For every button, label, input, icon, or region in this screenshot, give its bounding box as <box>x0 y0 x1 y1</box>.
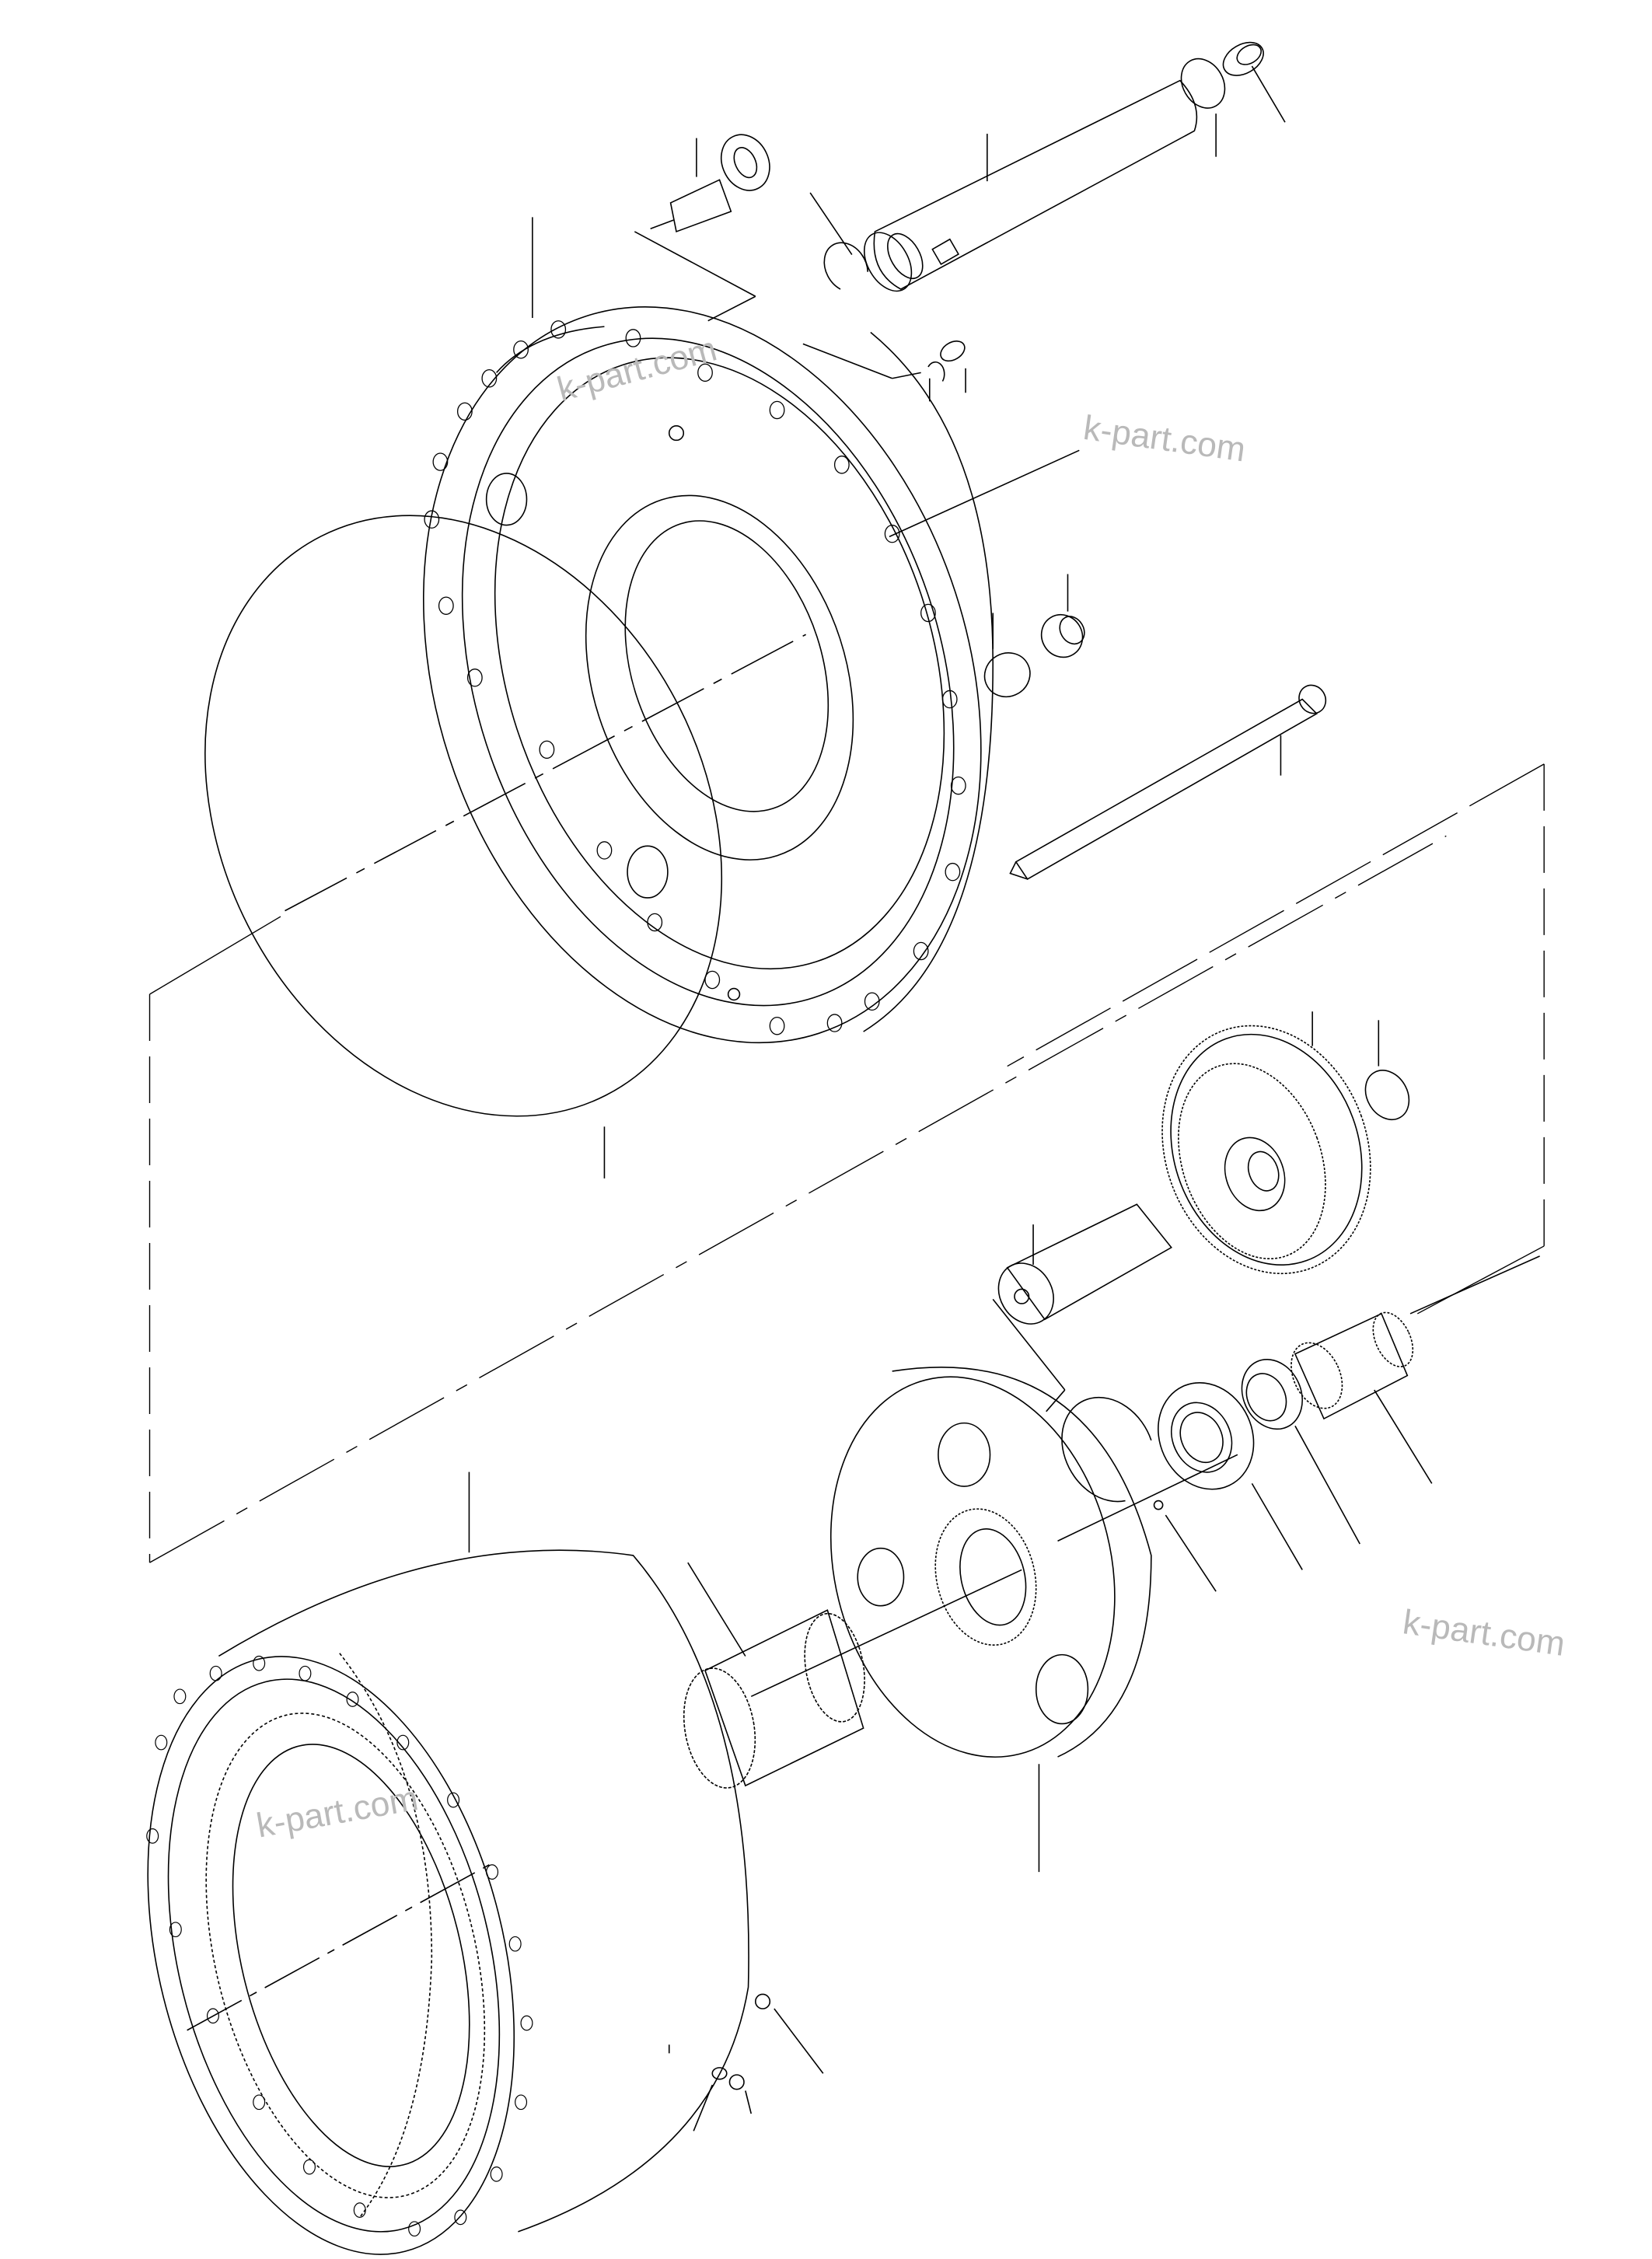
long-bolt <box>1010 680 1330 879</box>
watermarks: k-part.com k-part.com k-part.com k-part.… <box>253 330 1567 1845</box>
small-snap-ring <box>810 193 868 289</box>
bearing-snap-ring <box>1062 1398 1216 1591</box>
planet-carrier <box>792 1346 1154 1872</box>
cover-flange-inner <box>380 274 1036 1070</box>
watermark: k-part.com <box>1401 1603 1568 1664</box>
cover-housing <box>333 234 1072 1116</box>
sub-assembly-boundary <box>150 764 1545 1562</box>
small-plug <box>928 337 968 402</box>
top-snap-ring <box>1172 51 1233 116</box>
watermark: k-part.com <box>1081 409 1249 470</box>
top-plug-and-ring <box>1172 36 1285 157</box>
watermark: k-part.com <box>554 330 721 409</box>
cover-bolt-holes <box>424 321 966 1035</box>
top-plug <box>1217 36 1270 82</box>
ring-gear-plug <box>669 1994 823 2131</box>
watermark: k-part.com <box>253 1779 421 1845</box>
ring-gear-teeth <box>160 1684 531 2226</box>
eye-bolt-ring <box>712 127 778 198</box>
cover-bore-inner <box>590 494 863 838</box>
spline-shaft-gear <box>675 1562 872 1793</box>
pin-shaft-body <box>874 81 1196 289</box>
cover-flange-outer <box>333 234 1072 1116</box>
ring-gear-bolt-holes <box>147 1656 533 2236</box>
o-ring <box>106 427 822 1205</box>
ring-gear-face-outer <box>89 1618 572 2259</box>
carrier-face <box>792 1346 1154 1787</box>
ball-bearing <box>1141 1367 1302 1569</box>
sun-gear-shaft <box>1281 1256 1540 1483</box>
cover-bore-outer <box>541 461 898 895</box>
planet-gear-teeth-outer <box>1128 997 1404 1304</box>
thrust-ring <box>1231 1349 1360 1544</box>
gear-snap-ring <box>1357 1063 1417 1128</box>
planet-pin <box>988 1204 1172 1334</box>
side-plug <box>976 574 1090 704</box>
pin-shaft <box>854 81 1196 299</box>
eye-bolt <box>651 127 779 232</box>
planet-gear <box>1128 997 1404 1304</box>
ring-gear <box>89 1472 749 2259</box>
